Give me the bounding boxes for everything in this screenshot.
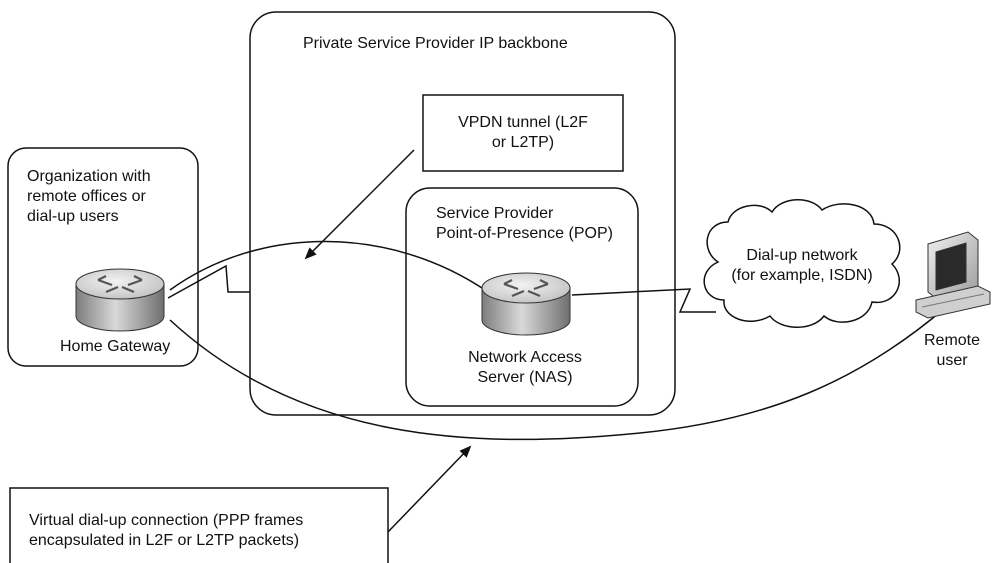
nas-cloud-link — [571, 288, 716, 313]
vpdn-tunnel-label: VPDN tunnel (L2F or L2TP) — [423, 113, 623, 153]
remote-user-line-1: Remote — [923, 332, 981, 349]
nas-line-2: Server (NAS) — [477, 369, 573, 386]
virtual-connection-line-1: Virtual dial-up connection (PPP frames — [29, 512, 304, 529]
nas-line-1: Network Access — [468, 349, 582, 366]
pop-line-2: Point-of-Presence (POP) — [436, 225, 613, 242]
virtual-connection-line — [169, 307, 946, 441]
virtual-connection-line-2: encapsulated in L2F or L2TP packets) — [29, 532, 300, 549]
remote-user-label: Remote user — [912, 331, 992, 371]
nas-router-icon — [481, 272, 571, 336]
remote-user-line-2: user — [936, 352, 968, 369]
connection-arrow — [387, 445, 472, 533]
virtual-connection-box — [9, 487, 389, 563]
vpdn-tunnel-line — [169, 240, 489, 293]
home-gateway-label: Home Gateway — [60, 338, 171, 355]
tunnel-arrow — [304, 149, 415, 260]
vpdn-tunnel-box — [422, 94, 624, 172]
nas-label: Network Access Server (NAS) — [420, 348, 630, 388]
organization-line-2: remote offices or — [27, 188, 146, 205]
dialup-line-2: (for example, ISDN) — [731, 267, 873, 284]
pop-line-1: Service Provider — [436, 205, 554, 222]
dialup-line-1: Dial-up network — [746, 247, 858, 264]
gateway-backbone-link — [167, 264, 250, 299]
vpdn-tunnel-line-1: VPDN tunnel (L2F — [458, 114, 588, 131]
home-gateway-router-icon — [75, 268, 165, 332]
cloud-icon — [703, 199, 901, 328]
organization-label: Organization with remote offices or dial… — [27, 167, 151, 227]
pop-label: Service Provider Point-of-Presence (POP) — [436, 204, 613, 244]
organization-line-3: dial-up users — [27, 208, 119, 225]
organization-line-1: Organization with — [27, 168, 151, 185]
dialup-network-label: Dial-up network (for example, ISDN) — [716, 246, 888, 286]
computer-icon — [915, 231, 991, 319]
vpdn-tunnel-line-2: or L2TP) — [491, 134, 555, 151]
backbone-title: Private Service Provider IP backbone — [303, 35, 568, 52]
virtual-connection-label: Virtual dial-up connection (PPP frames e… — [29, 511, 303, 551]
